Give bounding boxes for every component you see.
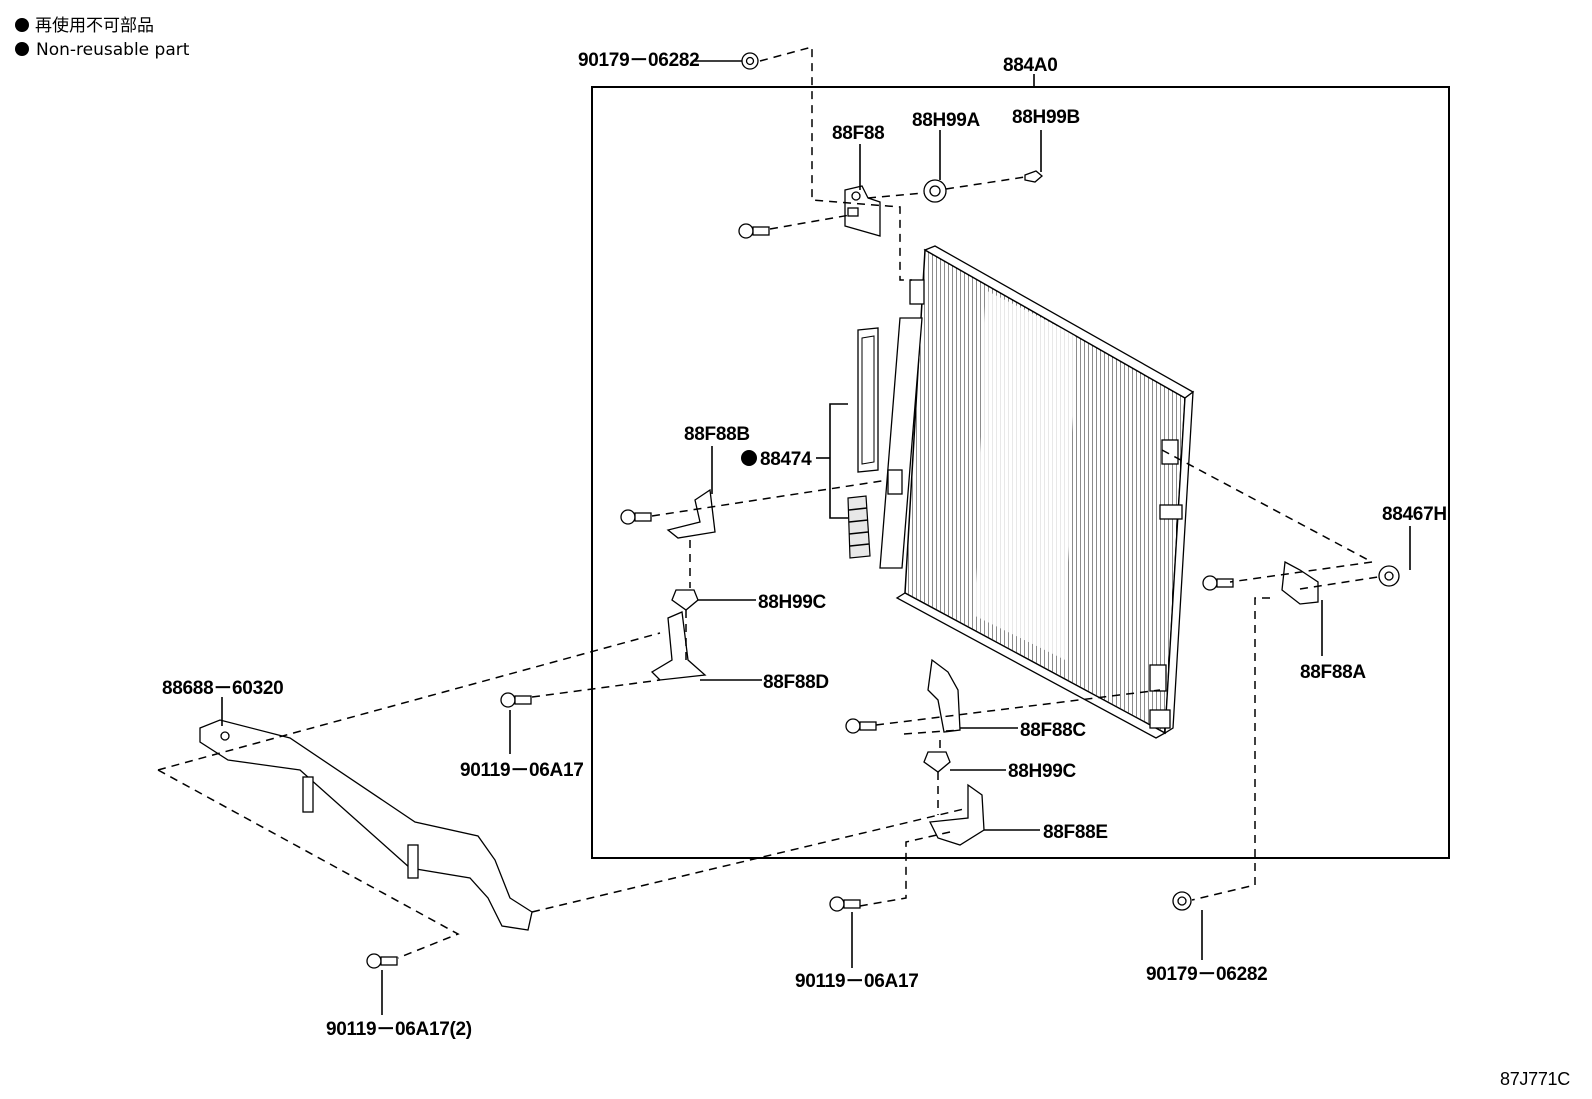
nut-icon	[741, 52, 759, 70]
non-reusable-marker-icon	[741, 450, 757, 466]
label-88F88A: 88F88A	[1300, 662, 1366, 683]
bolt-icon	[620, 509, 652, 525]
label-88474: 88474	[760, 449, 812, 470]
bracket-88F88	[844, 185, 881, 237]
pin-88H99B-icon	[1024, 170, 1044, 183]
label-88H99C-right: 88H99C	[1008, 761, 1076, 782]
label-88F88B: 88F88B	[684, 424, 750, 445]
bracket-88F88D	[650, 611, 707, 681]
bolt-icon	[829, 896, 861, 912]
label-88F88E: 88F88E	[1043, 822, 1108, 843]
label-90119-06A17-mid: 90119－06A17	[460, 760, 583, 781]
grommet-88H99C-icon	[923, 751, 951, 773]
part-labels: 90179－06282 884A0 88F88 88H99A 88H99B 88…	[162, 50, 1447, 1040]
label-88F88C: 88F88C	[1020, 720, 1086, 741]
label-88H99B: 88H99B	[1012, 107, 1080, 128]
bracket-88F88C	[927, 658, 961, 733]
bracket-88F88E	[928, 783, 985, 846]
leader-lines	[221, 60, 1411, 1015]
assembly-lines	[157, 46, 1379, 959]
bolt-icon	[1202, 575, 1234, 591]
condenser-core	[879, 245, 1195, 739]
label-90179-06282-top: 90179－06282	[578, 50, 699, 71]
grommet-88H99A-icon	[923, 179, 947, 203]
legend-en: Non-reusable part	[36, 40, 190, 60]
grommet-88H99C-icon	[671, 589, 699, 611]
label-884A0: 884A0	[1003, 55, 1058, 76]
legend: 再使用不可部品 Non-reusable part	[15, 15, 190, 60]
label-90119-06A17-bottom: 90119－06A17	[795, 971, 918, 992]
bolt-icon	[366, 953, 398, 969]
label-88F88: 88F88	[832, 123, 884, 144]
bracket-88F88A	[1281, 560, 1319, 605]
nut-icon	[1172, 891, 1192, 911]
label-88688-60320: 88688－60320	[162, 678, 283, 699]
label-88H99A: 88H99A	[912, 110, 980, 131]
grommet-88467H-icon	[1378, 565, 1400, 587]
label-88H99C-left: 88H99C	[758, 592, 826, 613]
bolt-icon	[845, 718, 877, 734]
diagram-code: 87J771C	[1500, 1069, 1570, 1089]
bolt-icon	[500, 692, 532, 708]
label-90179-06282-bottom: 90179－06282	[1146, 964, 1267, 985]
non-reusable-marker-icon	[15, 42, 29, 56]
label-90119-06A17-2: 90119－06A17(2)	[326, 1019, 472, 1040]
non-reusable-marker-icon	[15, 18, 29, 32]
label-88467H: 88467H	[1382, 504, 1447, 525]
desiccant-88474	[847, 327, 879, 559]
lower-support-88688-60320	[199, 719, 533, 931]
bolt-icon	[738, 223, 770, 239]
assembly-frame-884A0	[591, 86, 1450, 859]
label-88F88D: 88F88D	[763, 672, 829, 693]
bracket-88F88B	[666, 488, 716, 539]
legend-jp: 再使用不可部品	[35, 15, 154, 36]
